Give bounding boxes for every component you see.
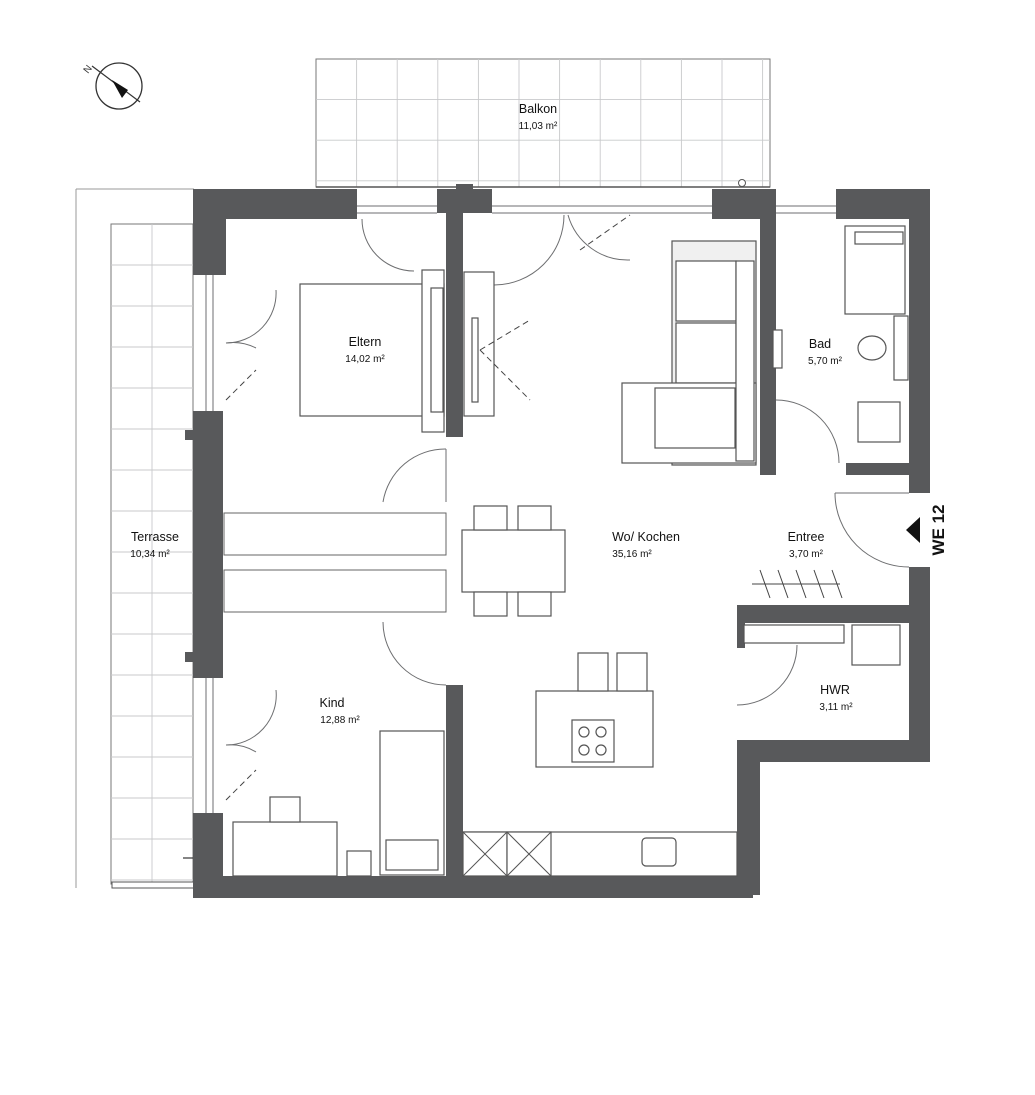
- furniture: [232, 225, 909, 877]
- window-lines: [205, 205, 836, 813]
- unit-marker: WE 12: [906, 504, 948, 556]
- compass: N: [82, 62, 143, 110]
- desk-chair: [269, 796, 301, 823]
- room-name-bad: Bad: [809, 337, 831, 351]
- room-name-wohnen: Wo/ Kochen: [612, 530, 680, 544]
- coat-rack: [752, 569, 843, 599]
- room-labels: Balkon 11,03 m² Eltern 14,02 m² Bad 5,70…: [130, 102, 853, 726]
- room-name-kind: Kind: [319, 696, 344, 710]
- dining-table: [461, 505, 566, 617]
- compass-north-label: N: [82, 63, 95, 75]
- room-name-terrasse: Terrasse: [131, 530, 179, 544]
- room-name-balkon: Balkon: [519, 102, 557, 116]
- cooktop: [571, 719, 615, 763]
- sofa: [621, 240, 757, 466]
- double-bed: [299, 283, 445, 417]
- room-area-hwr: 3,11 m²: [819, 702, 853, 713]
- room-area-bad: 5,70 m²: [808, 356, 843, 367]
- doors: [183, 214, 910, 859]
- room-name-hwr: HWR: [820, 683, 850, 697]
- balcony-area: [315, 58, 771, 188]
- room-area-terrasse: 10,34 m²: [130, 549, 170, 560]
- room-area-kind: 12,88 m²: [320, 715, 360, 726]
- room-name-eltern: Eltern: [349, 335, 382, 349]
- room-name-entree: Entree: [788, 530, 825, 544]
- wardrobe: [463, 271, 495, 417]
- terrace-area: [75, 188, 195, 889]
- unit-label: WE 12: [929, 504, 948, 555]
- washbasin: [857, 401, 901, 443]
- room-area-entree: 3,70 m²: [789, 549, 824, 560]
- washing-machine: [851, 624, 901, 666]
- kitchen-counter: [462, 831, 738, 877]
- room-area-balkon: 11,03 m²: [519, 121, 558, 132]
- room-area-eltern: 14,02 m²: [345, 354, 385, 365]
- room-area-wohnen: 35,16 m²: [612, 549, 652, 560]
- sink: [641, 837, 677, 867]
- walls: [185, 184, 930, 898]
- desk: [232, 821, 338, 877]
- toilet: [857, 335, 887, 361]
- kitchen-island: [535, 652, 654, 768]
